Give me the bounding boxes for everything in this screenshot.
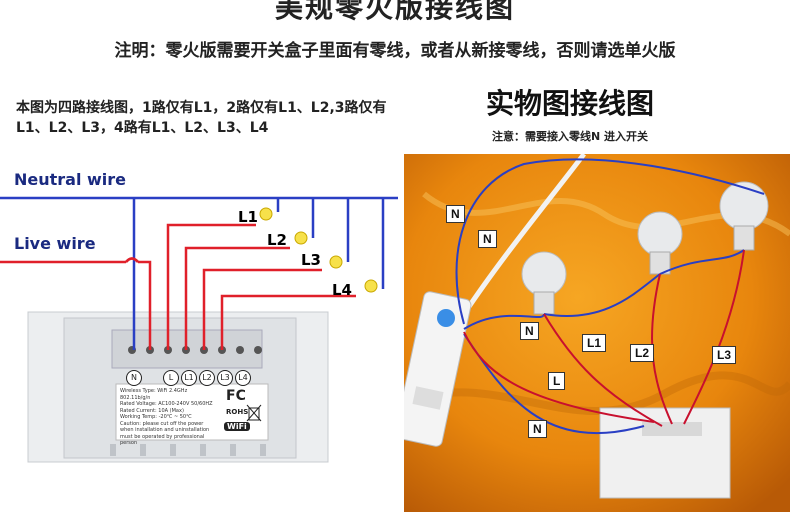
photo-note: 注意：需要接入零线N 进入开关 xyxy=(491,130,649,143)
lamp-label-l1: L1 xyxy=(238,208,258,226)
bulb-icon xyxy=(259,207,378,293)
terminal-l3: L3 xyxy=(217,370,233,386)
lamp-label-l2: L2 xyxy=(267,231,287,249)
diagram-description: 本图为四路接线图，1路仅有L1，2路仅有L1、L2,3路仅有L1、L2、L3，4… xyxy=(16,100,387,136)
spec-sticker xyxy=(115,383,269,441)
fc-mark: FC xyxy=(226,388,246,404)
notice-text: 注明：零火版需要开关盒子里面有零线，或者从新接零线，否则请选单火版 xyxy=(114,41,676,61)
lamp-label-l4: L4 xyxy=(332,281,352,299)
wiring-diagram xyxy=(0,196,398,463)
photo-tag-l: L xyxy=(548,372,566,390)
bin-icon xyxy=(246,404,262,422)
terminal-l1: L1 xyxy=(181,370,197,386)
terminal-l4: L4 xyxy=(235,370,251,386)
neutral-wire-label: Neutral wire xyxy=(14,170,127,189)
photo-tag-l2: L2 xyxy=(630,344,655,362)
photo-tag-n: N xyxy=(520,322,539,340)
bulb-icon xyxy=(521,181,769,315)
photo-tag-l3: L3 xyxy=(712,346,737,364)
spec-text: Wireless Type: WiFi 2.4GHz 802.11b/g/n R… xyxy=(120,388,213,446)
power-strip xyxy=(404,291,472,447)
terminal-l: L xyxy=(163,370,179,386)
live-wire-label: Live wire xyxy=(14,234,96,253)
wifi-mark: WiFi xyxy=(224,422,250,431)
wiring-photo xyxy=(404,154,790,512)
photo-title: 实物图接线图 xyxy=(485,87,654,120)
lamp-label-l3: L3 xyxy=(301,251,321,269)
photo-tag-n: N xyxy=(528,420,547,438)
terminal-n: N xyxy=(126,370,142,386)
terminal-l2: L2 xyxy=(199,370,215,386)
page-title: 美规零火版接线图 xyxy=(274,0,515,24)
photo-tag-l1: L1 xyxy=(582,334,607,352)
photo-tag-n: N xyxy=(478,230,497,248)
photo-tag-n: N xyxy=(446,205,465,223)
photo-switch xyxy=(599,407,731,499)
rohs-mark: ROHS xyxy=(226,408,249,416)
